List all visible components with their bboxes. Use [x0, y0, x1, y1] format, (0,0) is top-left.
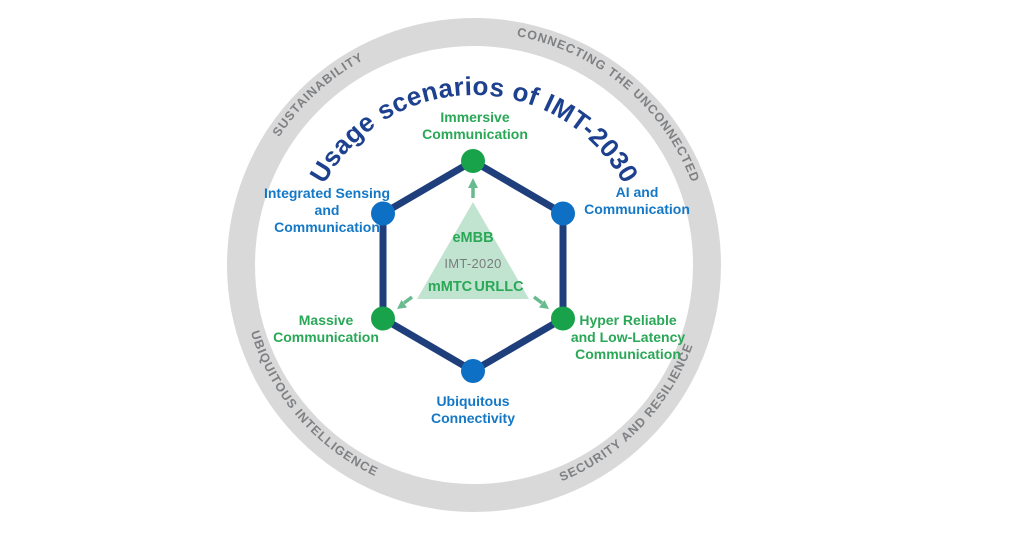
node-dot-immersive [461, 149, 485, 173]
node-label-massive: Massive Communication [273, 312, 379, 345]
node-label-hyper: Hyper Reliable and Low-Latency Communica… [571, 312, 686, 362]
arrow-lower-right-head [539, 300, 549, 309]
node-label-immersive-line-2: Communication [422, 126, 528, 142]
arrow-lower-left [397, 295, 414, 309]
arrow-up [468, 178, 478, 198]
node-label-hyper-line-2: and Low-Latency [571, 329, 686, 345]
node-dot-massive [371, 306, 395, 331]
triangle-label-embb: eMBB [452, 230, 493, 246]
node-dot-ai [551, 201, 575, 226]
imt2020-triangle [417, 202, 529, 299]
node-label-immersive: Immersive Communication [422, 109, 528, 142]
ring-label-security-and-resilience: SECURITY AND RESILIENCE [557, 341, 695, 484]
node-label-ubiquitous: Ubiquitous Connectivity [431, 393, 515, 426]
node-label-integrated-line-1: Integrated Sensing [264, 185, 390, 201]
node-label-integrated-line-2: and [315, 202, 340, 218]
node-label-ubiquitous-line-1: Ubiquitous [436, 393, 509, 409]
triangle-label-mmtc: mMTC [428, 279, 473, 295]
arrow-up-head [468, 178, 478, 188]
node-dot-ubiquitous [461, 359, 485, 383]
node-label-ai-line-1: AI and [616, 184, 659, 200]
node-label-immersive-line-1: Immersive [440, 109, 509, 125]
node-label-hyper-line-1: Hyper Reliable [579, 312, 676, 328]
outer-ring [227, 18, 721, 512]
arrow-lower-left-shaft [402, 295, 414, 305]
node-label-ai: AI and Communication [584, 184, 690, 217]
arrow-lower-right-shaft [532, 295, 544, 305]
ring-label-ubiquitous-intelligence-text: UBIQUITOUS INTELLIGENCE [248, 329, 380, 480]
node-dot-hyper [551, 306, 575, 331]
arrow-lower-right [532, 295, 549, 309]
node-label-hyper-line-3: Communication [575, 346, 681, 362]
node-label-massive-line-1: Massive [299, 312, 354, 328]
arrow-lower-left-head [397, 300, 407, 309]
node-label-ai-line-2: Communication [584, 201, 690, 217]
node-label-integrated-line-3: Communication [274, 219, 380, 235]
node-label-integrated: Integrated Sensing and Communication [264, 185, 390, 235]
triangle-label-imt2020: IMT-2020 [444, 256, 501, 271]
triangle-label-urllc: URLLC [474, 279, 524, 295]
node-dot-integrated [371, 201, 395, 226]
ring-label-ubiquitous-intelligence: UBIQUITOUS INTELLIGENCE [248, 329, 381, 480]
node-label-ubiquitous-line-2: Connectivity [431, 410, 515, 426]
node-label-massive-line-2: Communication [273, 329, 379, 345]
ring-label-security-and-resilience-text: SECURITY AND RESILIENCE [557, 341, 694, 484]
